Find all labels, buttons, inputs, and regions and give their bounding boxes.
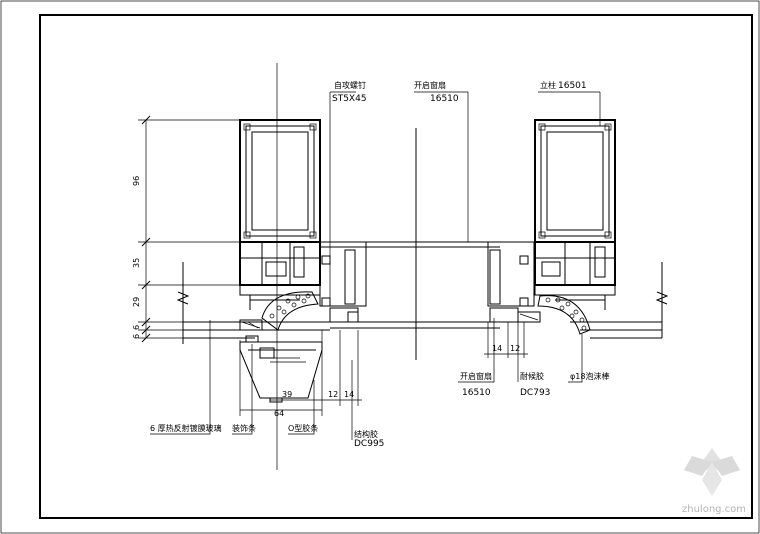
dim-96: 96 <box>132 176 141 186</box>
bottom-dimension-lines <box>239 322 528 416</box>
watermark-text: zhulong.com <box>682 504 746 515</box>
label-weather-seal-code: DC793 <box>520 388 550 398</box>
dim-39: 39 <box>282 390 292 399</box>
dim-29: 29 <box>132 297 141 307</box>
leader-lines-top <box>329 91 601 300</box>
dim-6-upper: 6 <box>132 325 141 330</box>
sealant-right <box>517 295 591 335</box>
dim-12-right: 12 <box>510 344 520 353</box>
label-screw-code: ST5X45 <box>332 94 367 104</box>
label-mullion-name: 立柱 <box>540 80 556 90</box>
label-sealant-name: 结构胶 <box>354 429 378 439</box>
dim-14-right: 14 <box>492 344 502 353</box>
label-weather-seal-name: 耐候胶 <box>520 371 544 381</box>
operable-sash-right <box>487 241 535 323</box>
leader-lines-bottom <box>150 318 583 440</box>
dim-12-left: 12 <box>328 390 338 399</box>
label-sash-top-name: 开启窗扇 <box>414 80 446 90</box>
dim-35: 35 <box>132 258 141 268</box>
label-o-seal: O型胶条 <box>288 423 318 433</box>
mullion-left <box>239 119 321 310</box>
label-glass-film: 6 厚热反射镀膜玻璃 <box>150 423 222 433</box>
mullion-right <box>534 119 616 310</box>
label-screw-name: 自攻螺钉 <box>334 80 366 90</box>
label-deco-strip: 装饰条 <box>232 423 256 433</box>
label-mullion-code: 16501 <box>558 81 587 91</box>
label-sash-bottom-name: 开启窗扇 <box>460 371 492 381</box>
wall-break-right <box>655 262 669 338</box>
dim-64: 64 <box>274 409 284 418</box>
label-sash-top-code: 16510 <box>430 94 459 104</box>
sealant-left <box>239 291 319 331</box>
watermark-logo <box>684 448 740 496</box>
wall-break-left <box>176 262 190 344</box>
label-foam-rod: φ18泡沫棒 <box>570 371 609 381</box>
label-sash-bottom-code: 16510 <box>462 388 491 398</box>
dim-14-left: 14 <box>344 390 354 399</box>
label-sealant-code: DC995 <box>354 439 384 449</box>
glass-panel-right <box>570 321 662 339</box>
glass-panel-center <box>330 321 500 329</box>
drawing-frame <box>39 14 753 519</box>
operable-sash-left <box>319 241 367 323</box>
vertical-dimension-chain <box>138 115 240 343</box>
dim-6-lower: 6 <box>132 334 141 339</box>
